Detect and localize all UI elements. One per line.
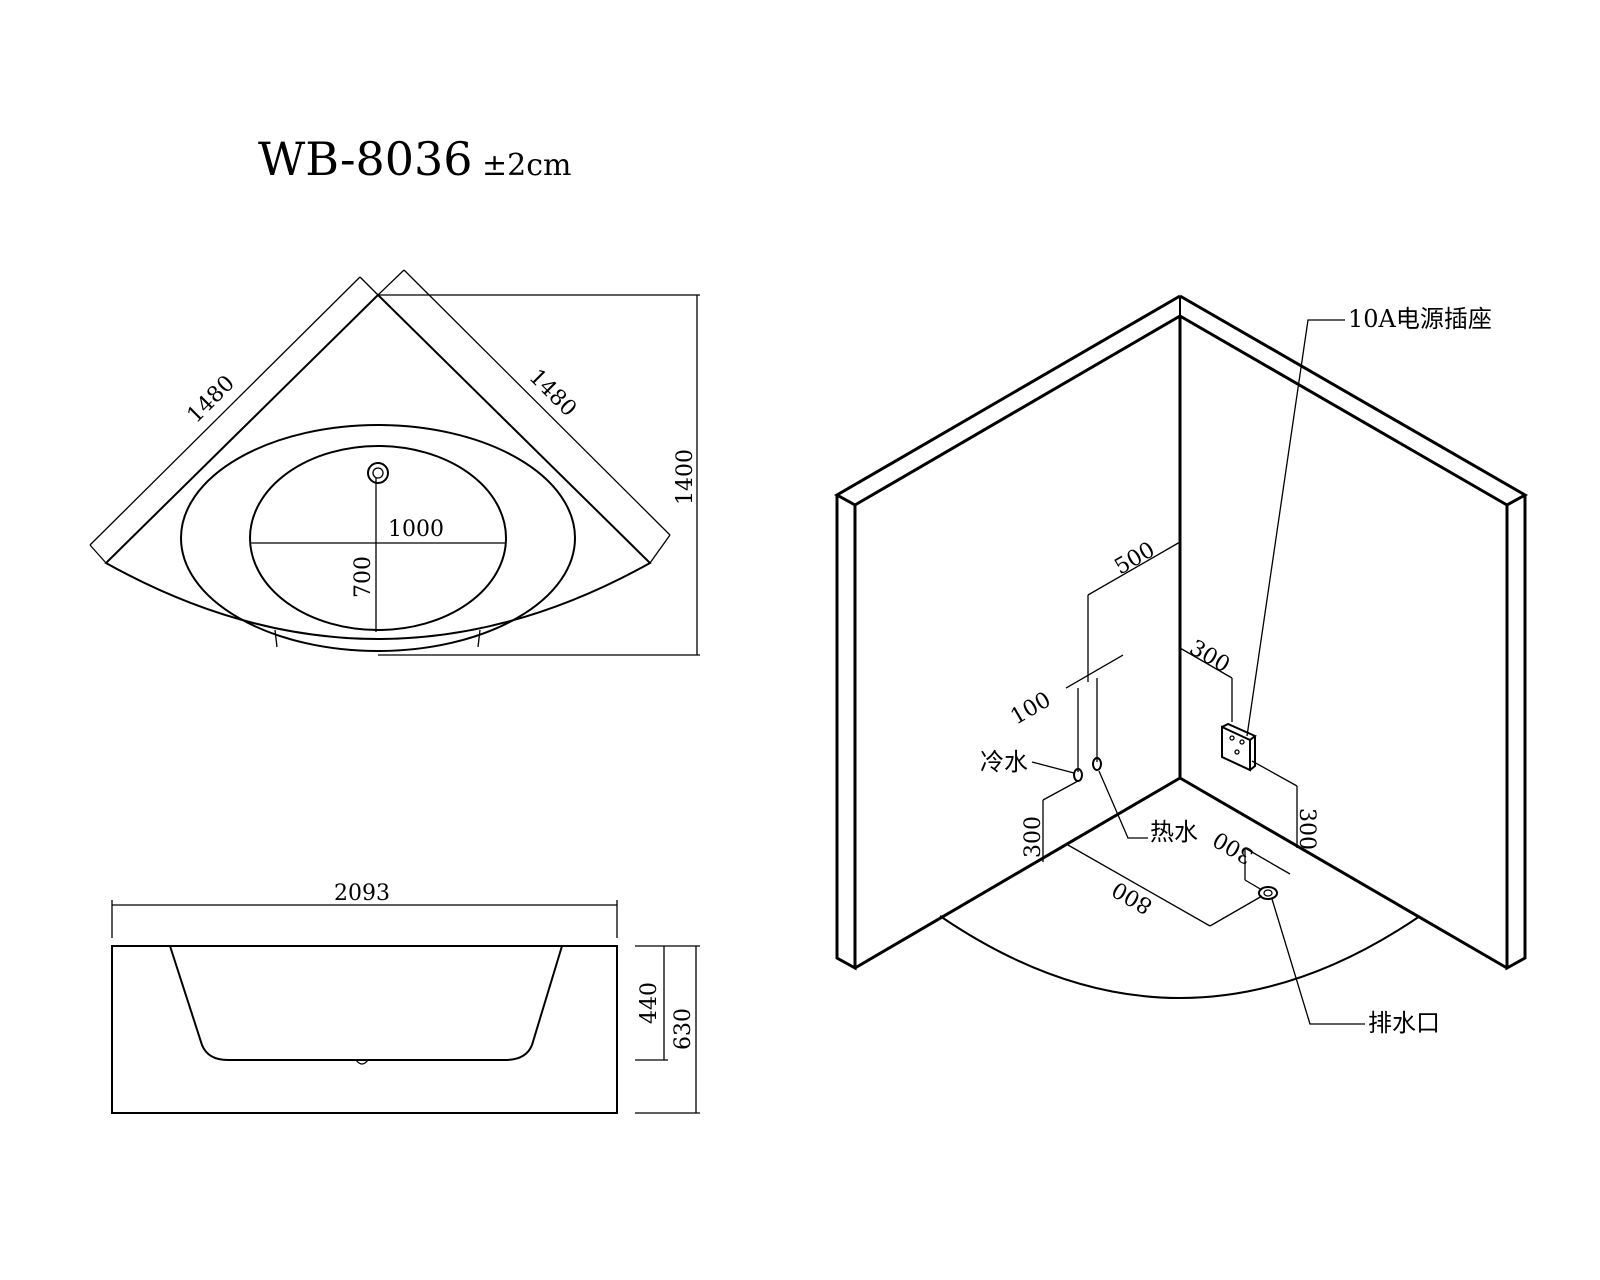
cold-water-leader [1031,761,1075,774]
tub-floor-arc [939,915,1421,999]
drain-circle [367,462,389,484]
installation-view: 500 100 300 冷水 热水 300 300 10A电源插座 [833,294,1529,1037]
hot-water-pipe [1092,757,1102,771]
socket-label: 10A电源插座 [1348,305,1492,333]
power-socket [1221,722,1257,772]
socket-leader [1246,319,1345,737]
tub-inner-profile [169,945,563,1061]
top-view: 1000 700 1480 1480 1400 [89,269,700,656]
inner-depth-label: 440 [637,982,662,1024]
height-label: 630 [671,1008,696,1050]
dim-line-socket-offset [1179,647,1233,679]
dim-line-left [89,276,361,546]
pipe-spacing-label: 100 [1007,688,1056,731]
dim-line-right [403,269,671,536]
socket-hole [1239,739,1245,745]
side-right-label: 1480 [524,365,581,422]
dim-ext [377,269,405,296]
dim-ext [1209,895,1263,927]
drain-inner [372,467,384,479]
drain-label: 排水口 [1368,1009,1440,1037]
tub-rim [180,424,576,652]
pipe-height-label: 300 [1021,816,1046,858]
dim-ext [359,276,379,296]
length-label: 2093 [334,881,390,906]
tub-basin [249,445,507,631]
dim-line-pipe-offset [1087,541,1181,596]
left-wall [833,294,1181,971]
socket-hole [1229,735,1235,741]
cold-water-label: 冷水 [980,748,1028,776]
right-wall [1179,294,1529,971]
dim-line-drain-offset [1244,847,1291,875]
pipe-offset-label: 500 [1111,538,1160,581]
drain-outlet [1258,886,1278,900]
socket-hole [1234,749,1240,755]
dim-ext [89,544,107,564]
depth-label: 1400 [673,449,698,505]
dim-line-drain-distance [1067,844,1211,927]
tub-outline [104,293,652,640]
dim-line-pipe-spacing [1065,654,1124,689]
hot-water-label: 热水 [1150,818,1198,846]
hot-water-leader [1098,770,1148,839]
dim-ext [1251,760,1298,787]
tolerance-label: ±2cm [482,148,571,183]
basin-width-label: 1000 [388,517,444,542]
basin-depth-label: 700 [351,556,376,598]
seat-mark [477,629,481,648]
dim-ext [1042,780,1079,801]
socket-height-label: 300 [1294,808,1319,850]
drain-leader [1271,898,1365,1025]
dim-ext [1244,879,1263,891]
drain-outlet-inner [1263,889,1273,897]
tub-apron [111,945,618,1114]
drain-offset-label: 300 [1209,826,1258,869]
side-left-label: 1480 [183,371,240,428]
seat-mark [274,629,278,648]
side-view: 2093 440 630 [111,881,700,1114]
dim-ext [649,534,671,564]
drain-bump [355,1059,369,1065]
socket-offset-label: 300 [1185,636,1234,679]
model-title: WB-8036 [258,132,473,186]
